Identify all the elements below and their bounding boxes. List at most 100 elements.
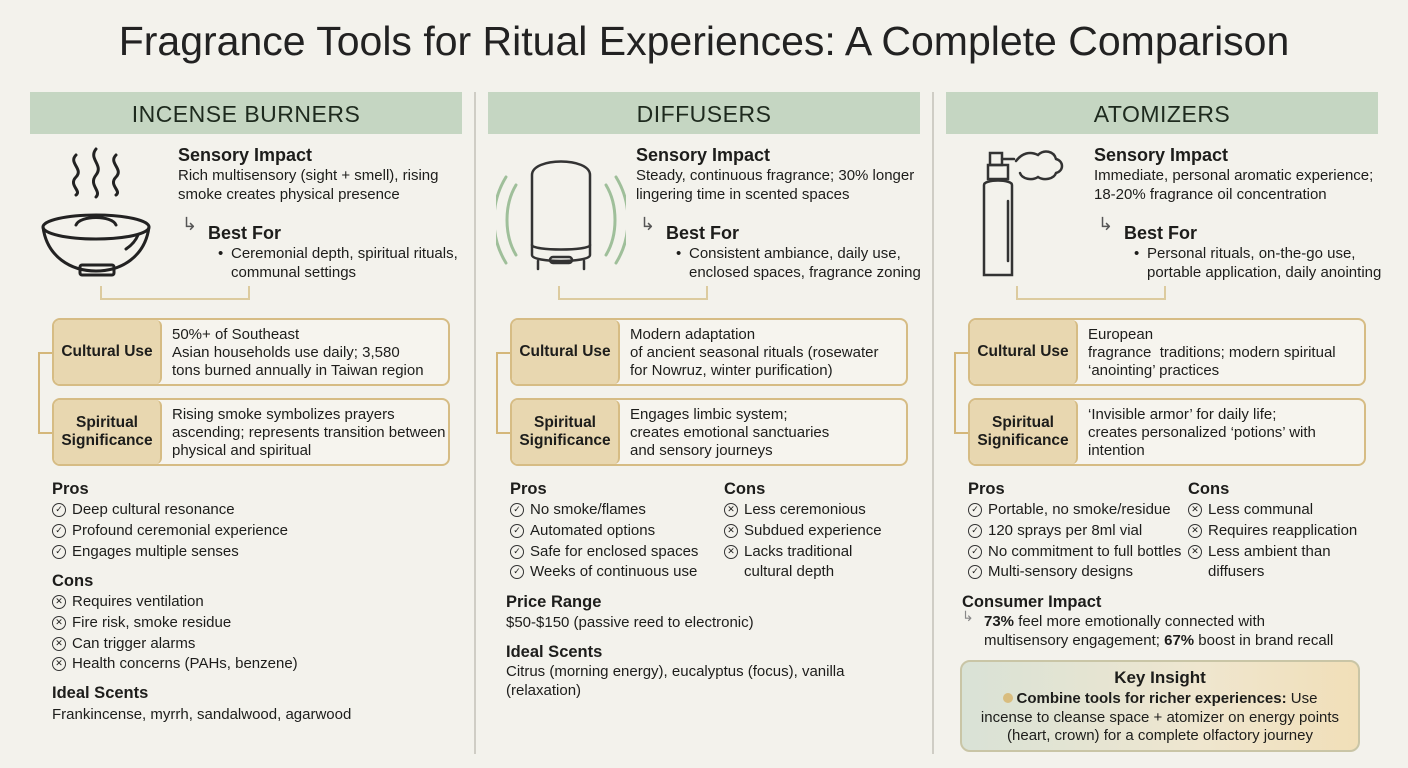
pros-item: ✓No smoke/flames [510, 500, 698, 521]
info-card-spiritual-significance: Spiritual Significance‘Invisible armor’ … [968, 398, 1366, 466]
card-line: for Nowruz, winter purification) [630, 362, 833, 379]
sensory-impact-title: Sensory Impact [1094, 145, 1229, 165]
card-line: ascending; represents transition between [172, 424, 446, 441]
card-line: creates emotional sanctuaries [630, 424, 830, 441]
arrow-icon: ↳ [962, 608, 974, 624]
card-label: Cultural Use [970, 320, 1078, 384]
cons-item: ✕Lacks traditional cultural depth [724, 542, 884, 584]
card-line: ‘anointing’ practices [1088, 362, 1220, 379]
pros-item: ✓Engages multiple senses [52, 542, 288, 563]
best-for-title: Best For [1124, 223, 1198, 243]
x-circle-icon: ✕ [52, 657, 66, 672]
incense-bowl-icon [38, 145, 168, 280]
price-range-text: $50-$150 (passive reed to electronic) [506, 614, 754, 631]
best-for-text: Ceremonial depth, spiritual rituals, [231, 245, 458, 262]
key-insight-title: Key Insight [1114, 668, 1206, 687]
best-for-text: communal settings [231, 264, 357, 281]
x-circle-icon: ✕ [52, 615, 66, 630]
cons-item: ✕Less ambient than diffusers [1188, 542, 1358, 584]
best-for-title: Best For [208, 223, 282, 243]
pros-item: ✓No commitment to full bottles [968, 542, 1181, 563]
check-circle-icon: ✓ [968, 523, 982, 538]
x-circle-icon: ✕ [724, 523, 738, 538]
pros-item: ✓Weeks of continuous use [510, 562, 698, 583]
check-circle-icon: ✓ [510, 523, 524, 538]
cons-list: ✕Requires ventilation✕Fire risk, smoke r… [52, 592, 298, 675]
card-line: Engages limbic system; [630, 406, 788, 423]
page-title: Fragrance Tools for Ritual Experiences: … [118, 18, 1290, 64]
x-circle-icon: ✕ [1188, 544, 1202, 559]
pros-list: ✓Deep cultural resonance✓Profound ceremo… [52, 500, 288, 562]
best-for-text: enclosed spaces, fragrance zoning [689, 264, 921, 281]
check-circle-icon: ✓ [968, 503, 982, 517]
bracket-connector [100, 286, 250, 300]
bracket-connector [1016, 286, 1166, 300]
ideal-scents-title: Ideal Scents [52, 684, 149, 702]
card-line: Rising smoke symbolizes prayers [172, 406, 395, 423]
arrow-icon: ↳ [182, 214, 198, 234]
best-for-text: Consistent ambiance, daily use, [689, 245, 901, 262]
ideal-scents-title: Ideal Scents [506, 643, 603, 661]
column-header: ATOMIZERS [946, 92, 1378, 134]
card-line: and sensory journeys [630, 442, 773, 459]
dot-icon [1002, 693, 1013, 703]
spray-bottle-icon [954, 145, 1084, 280]
card-line: ‘Invisible armor’ for daily life; [1088, 406, 1277, 423]
sensory-impact-text: Immediate, personal aromatic experience; [1094, 167, 1374, 184]
card-line: tons burned annually in Taiwan region [172, 362, 424, 379]
cons-list: ✕Less ceremonious✕Subdued experience✕Lac… [724, 500, 884, 583]
pros-title: Pros [968, 480, 1005, 498]
card-label: Spiritual Significance [512, 400, 620, 464]
card-line: creates personalized ‘potions’ with [1088, 424, 1316, 441]
pros-item: ✓Profound ceremonial experience [52, 521, 288, 542]
bullet-icon: • [218, 245, 224, 262]
pros-list: ✓No smoke/flames✓Automated options✓Safe … [510, 500, 698, 583]
ideal-scents-text: Citrus (morning energy), eucalyptus (foc… [506, 663, 845, 699]
x-circle-icon: ✕ [1188, 503, 1202, 517]
arrow-icon: ↳ [640, 214, 656, 234]
sensory-impact-text: 18-20% fragrance oil concentration [1094, 186, 1327, 203]
card-text: ‘Invisible armor’ for daily life;creates… [1088, 406, 1358, 460]
check-circle-icon: ✓ [52, 544, 66, 559]
sensory-impact-text: lingering time in scented spaces [636, 186, 850, 203]
ideal-scents-text: Frankincense, myrrh, sandalwood, agarwoo… [52, 706, 352, 723]
pros-item: ✓Multi-sensory designs [968, 562, 1181, 583]
card-label: Cultural Use [512, 320, 620, 384]
column-divider [932, 92, 934, 754]
column-header: INCENSE BURNERS [30, 92, 462, 134]
pros-title: Pros [52, 480, 89, 498]
card-label: Spiritual Significance [54, 400, 162, 464]
sensory-impact-title: Sensory Impact [178, 145, 313, 165]
card-line: Modern adaptation [630, 326, 756, 343]
sensory-impact-text: Rich multisensory (sight + smell), risin… [178, 167, 439, 184]
diffuser-icon [492, 145, 630, 280]
arrow-icon: ↳ [1098, 214, 1114, 234]
cons-item: ✕Requires reapplication [1188, 521, 1358, 542]
info-card-spiritual-significance: Spiritual Significance Engages limbic sys… [510, 398, 908, 466]
column-header: DIFFUSERS [488, 92, 920, 134]
card-connector [38, 352, 54, 434]
x-circle-icon: ✕ [52, 595, 66, 609]
column-divider [474, 92, 476, 754]
pros-title: Pros [510, 480, 547, 498]
card-label: Spiritual Significance [970, 400, 1078, 464]
best-for-text: Personal rituals, on-the-go use, [1147, 245, 1356, 262]
check-circle-icon: ✓ [52, 523, 66, 538]
card-label: Cultural Use [54, 320, 162, 384]
card-line: physical and spiritual [172, 442, 312, 459]
best-for-text: portable application, daily anointing [1147, 264, 1382, 281]
card-connector [496, 352, 512, 434]
cons-item: ✕Can trigger alarms [52, 634, 298, 655]
cons-list: ✕Less communal✕Requires reapplication✕Le… [1188, 500, 1358, 583]
card-line: Asian households use daily; 3,580 [172, 344, 400, 361]
